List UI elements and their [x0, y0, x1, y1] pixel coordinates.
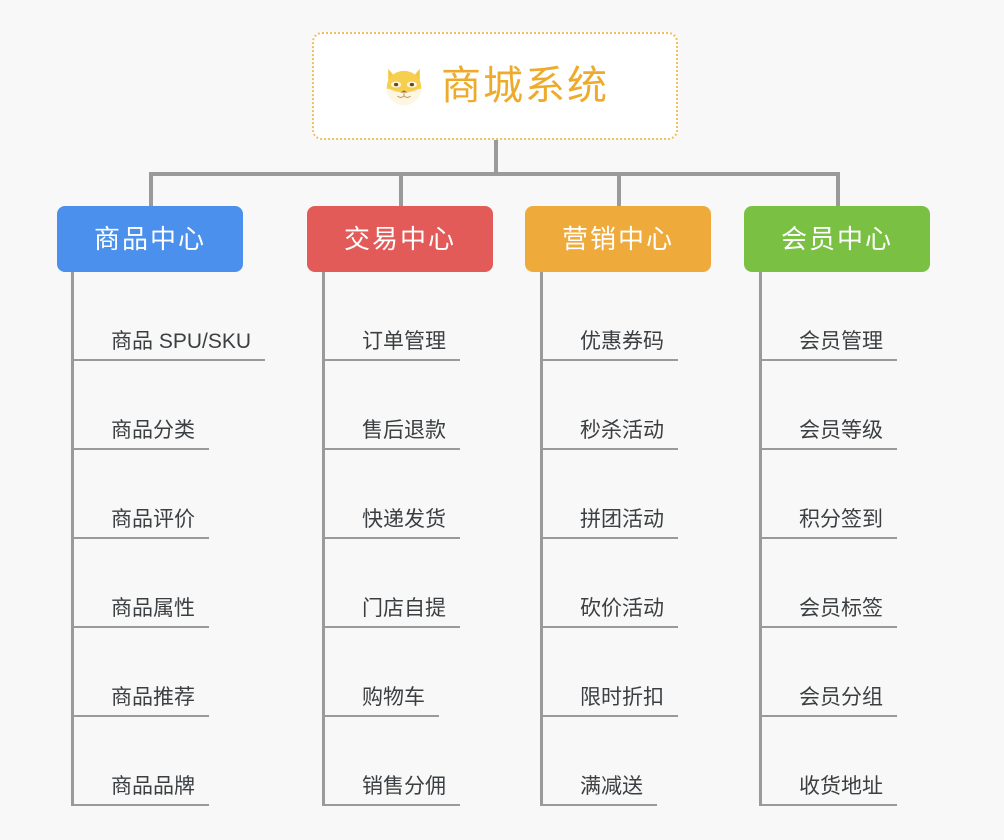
- root-title: 商城系统: [441, 64, 609, 108]
- connector-horizontal-bus: [149, 172, 840, 176]
- shiba-dog-face-icon: [381, 63, 427, 109]
- leaf-item-label: 会员管理: [799, 330, 883, 353]
- leaf-underline: [759, 359, 897, 361]
- leaf-item[interactable]: 拼团活动: [540, 450, 678, 539]
- category-header-product-center[interactable]: 商品中心: [57, 206, 243, 272]
- leaf-item-label: 门店自提: [362, 597, 446, 620]
- leaf-item[interactable]: 商品属性: [71, 539, 209, 628]
- leaf-item-label: 商品推荐: [111, 686, 195, 709]
- leaf-item-label: 快递发货: [362, 508, 446, 531]
- leaf-underline: [322, 359, 460, 361]
- leaf-item-label: 拼团活动: [580, 508, 664, 531]
- leaf-item-label: 限时折扣: [580, 686, 664, 709]
- leaf-item[interactable]: 快递发货: [322, 450, 460, 539]
- leaf-item-label: 会员分组: [799, 686, 883, 709]
- leaf-item-label: 购物车: [362, 686, 425, 709]
- leaf-underline: [759, 626, 897, 628]
- leaf-item[interactable]: 会员分组: [759, 628, 897, 717]
- leaf-item[interactable]: 商品 SPU/SKU: [71, 272, 265, 361]
- leaf-underline: [540, 715, 678, 717]
- leaf-item[interactable]: 会员标签: [759, 539, 897, 628]
- leaf-item[interactable]: 商品评价: [71, 450, 209, 539]
- leaf-item[interactable]: 限时折扣: [540, 628, 678, 717]
- leaf-underline: [71, 448, 209, 450]
- leaf-item-label: 售后退款: [362, 419, 446, 442]
- leaf-trunk-line: [759, 272, 762, 806]
- leaf-underline: [540, 537, 678, 539]
- leaf-item-label: 优惠券码: [580, 330, 664, 353]
- leaf-underline: [759, 537, 897, 539]
- leaf-underline: [322, 448, 460, 450]
- leaf-underline: [759, 448, 897, 450]
- leaf-underline: [322, 804, 460, 806]
- leaf-underline: [71, 359, 265, 361]
- leaf-underline: [759, 715, 897, 717]
- leaf-item[interactable]: 商品分类: [71, 361, 209, 450]
- leaf-item[interactable]: 满减送: [540, 717, 657, 806]
- leaf-underline: [322, 626, 460, 628]
- leaf-item-label: 收货地址: [799, 775, 883, 798]
- category-header-label: 交易中心: [343, 224, 456, 254]
- leaf-underline: [71, 804, 209, 806]
- leaf-underline: [322, 715, 439, 717]
- leaf-item[interactable]: 商品推荐: [71, 628, 209, 717]
- leaf-underline: [71, 537, 209, 539]
- leaf-item-label: 积分签到: [799, 508, 883, 531]
- leaf-item[interactable]: 售后退款: [322, 361, 460, 450]
- leaf-item[interactable]: 会员等级: [759, 361, 897, 450]
- leaf-underline: [322, 537, 460, 539]
- leaf-item-label: 商品评价: [111, 508, 195, 531]
- leaf-item[interactable]: 收货地址: [759, 717, 897, 806]
- leaf-underline: [540, 626, 678, 628]
- leaf-item[interactable]: 销售分佣: [322, 717, 460, 806]
- leaf-trunk-line: [71, 272, 74, 806]
- category-header-label: 营销中心: [561, 224, 674, 254]
- leaf-underline: [759, 804, 897, 806]
- leaf-item[interactable]: 订单管理: [322, 272, 460, 361]
- leaf-trunk-line: [540, 272, 543, 806]
- leaf-item[interactable]: 优惠券码: [540, 272, 678, 361]
- leaf-item[interactable]: 商品品牌: [71, 717, 209, 806]
- leaf-underline: [71, 626, 209, 628]
- leaf-underline: [540, 448, 678, 450]
- category-header-marketing-center[interactable]: 营销中心: [525, 206, 711, 272]
- category-header-trade-center[interactable]: 交易中心: [307, 206, 493, 272]
- connector-root-stub: [494, 140, 498, 176]
- category-header-label: 商品中心: [93, 224, 206, 254]
- leaf-item[interactable]: 积分签到: [759, 450, 897, 539]
- leaf-item-label: 砍价活动: [580, 597, 664, 620]
- leaf-trunk-line: [322, 272, 325, 806]
- connector-drop-col-4: [836, 172, 840, 206]
- leaf-item[interactable]: 会员管理: [759, 272, 897, 361]
- leaf-item[interactable]: 秒杀活动: [540, 361, 678, 450]
- leaf-item-label: 满减送: [580, 775, 643, 798]
- leaf-item-label: 商品品牌: [111, 775, 195, 798]
- leaf-item-label: 秒杀活动: [580, 419, 664, 442]
- leaf-item-label: 商品 SPU/SKU: [111, 330, 252, 353]
- leaf-underline: [71, 715, 209, 717]
- leaf-item-label: 会员等级: [799, 419, 883, 442]
- leaf-item-label: 销售分佣: [362, 775, 446, 798]
- leaf-item-label: 订单管理: [362, 330, 446, 353]
- leaf-item[interactable]: 购物车: [322, 628, 439, 717]
- root-node-shop-system[interactable]: 商城系统: [312, 32, 678, 140]
- leaf-item-label: 商品属性: [111, 597, 195, 620]
- leaf-item[interactable]: 砍价活动: [540, 539, 678, 628]
- category-header-member-center[interactable]: 会员中心: [744, 206, 930, 272]
- connector-drop-col-1: [149, 172, 153, 206]
- leaf-item[interactable]: 门店自提: [322, 539, 460, 628]
- connector-drop-col-2: [399, 172, 403, 206]
- leaf-item-label: 商品分类: [111, 419, 195, 442]
- category-header-label: 会员中心: [780, 224, 893, 254]
- leaf-underline: [540, 359, 678, 361]
- connector-drop-col-3: [617, 172, 621, 206]
- leaf-underline: [540, 804, 657, 806]
- leaf-item-label: 会员标签: [799, 597, 883, 620]
